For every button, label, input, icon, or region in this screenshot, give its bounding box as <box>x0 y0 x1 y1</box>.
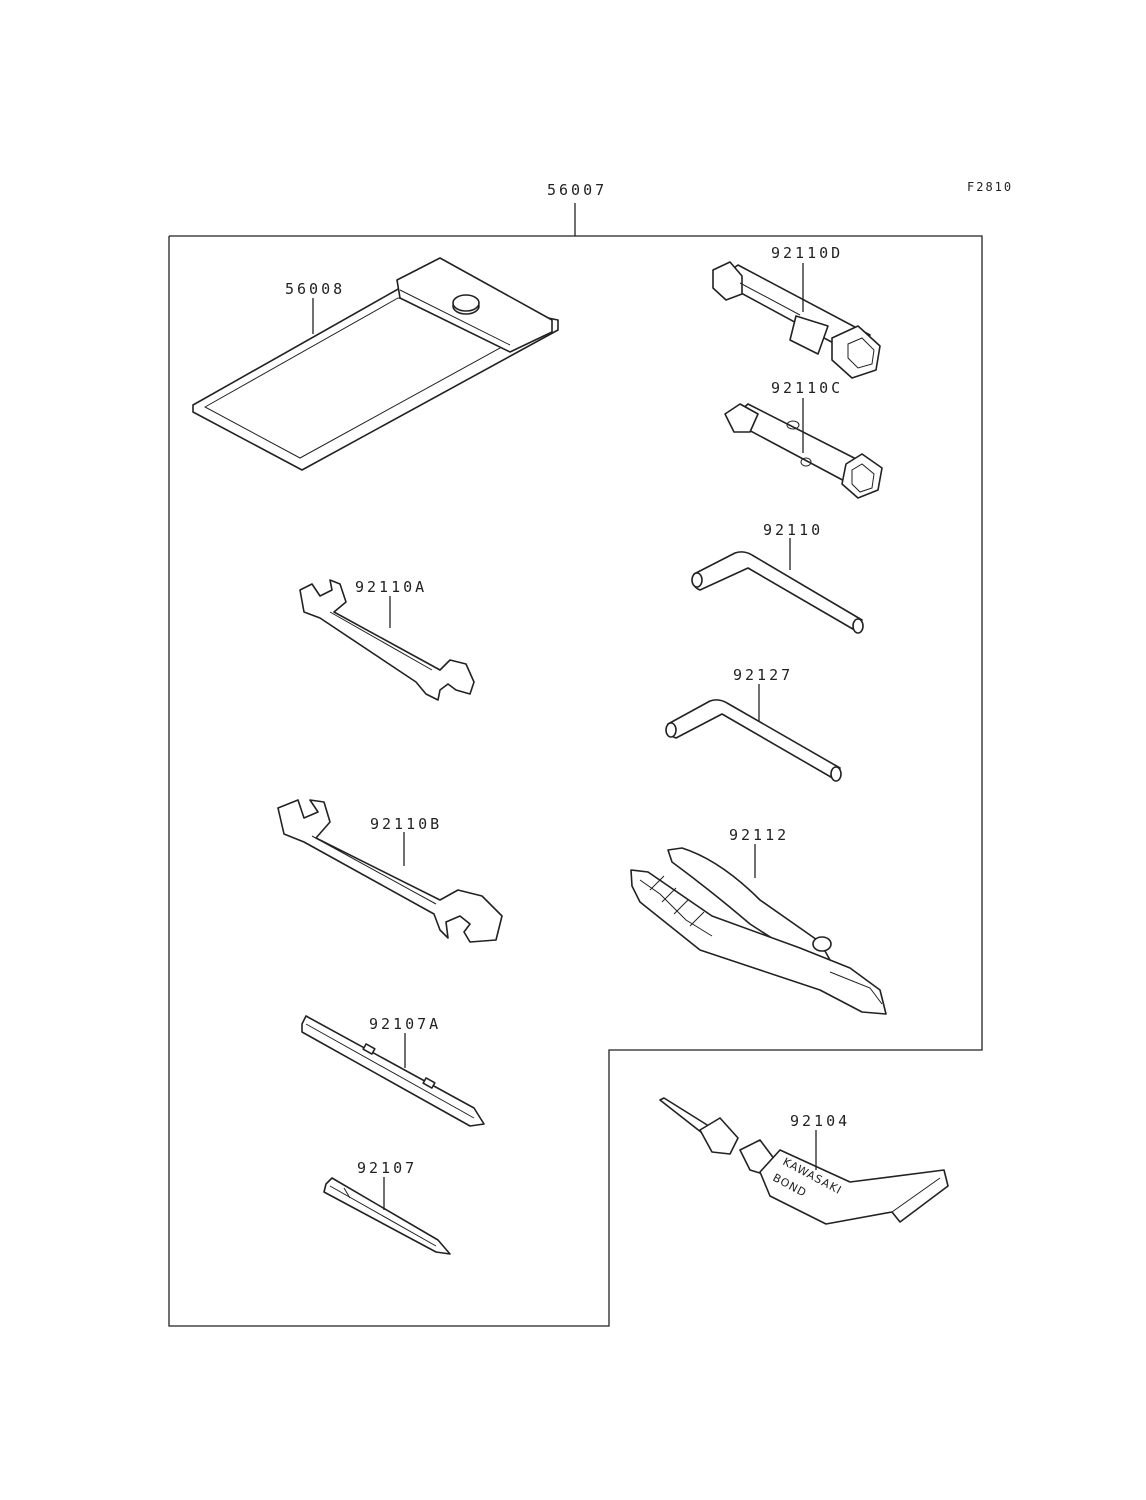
hex-wrench-large <box>691 551 864 634</box>
open-wrench-a <box>299 579 475 701</box>
part-number-92112: 92112 <box>729 826 789 844</box>
part-number-92107: 92107 <box>357 1159 417 1177</box>
screwdriver-handle <box>301 1015 485 1127</box>
hex-wrench-small <box>665 699 842 782</box>
part-number-56008: 56008 <box>285 280 345 298</box>
kit-outline <box>168 235 983 1327</box>
pliers <box>630 847 887 1015</box>
part-number-92127: 92127 <box>733 666 793 684</box>
box-wrench-d <box>712 261 881 379</box>
part-number-92107A: 92107A <box>369 1015 441 1033</box>
figure-id: F2810 <box>967 180 1013 194</box>
part-number-92110A: 92110A <box>355 578 427 596</box>
tool-case <box>192 257 559 471</box>
part-number-92110B: 92110B <box>370 815 442 833</box>
box-wrench-c <box>724 403 883 499</box>
part-number-92110: 92110 <box>763 521 823 539</box>
part-number-92104: 92104 <box>790 1112 850 1130</box>
open-wrench-b <box>277 799 503 943</box>
part-number-92110C: 92110C <box>771 379 843 397</box>
screwdriver-bit <box>323 1177 451 1255</box>
kit-part-number: 56007 <box>547 181 607 199</box>
part-number-92110D: 92110D <box>771 244 843 262</box>
